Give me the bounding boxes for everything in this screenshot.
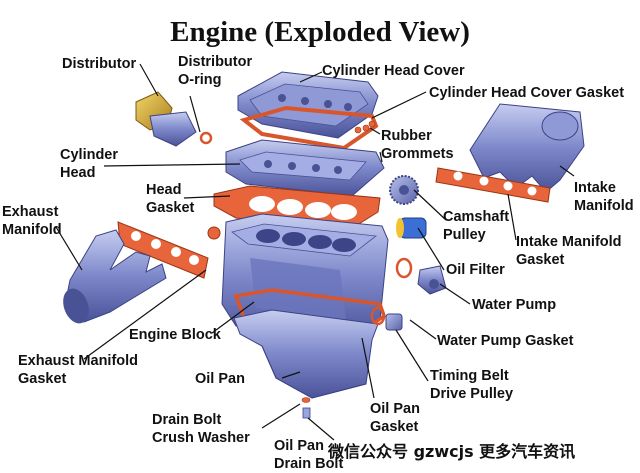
head-gasket xyxy=(213,185,381,233)
diagram-title: Engine (Exploded View) xyxy=(170,16,470,48)
exhaust-port-seal xyxy=(207,226,221,240)
label-cylinder-head-cover-gasket: Cylinder Head Cover Gasket xyxy=(429,85,625,101)
timing-belt-drive-pulley xyxy=(385,313,403,331)
label-distributor-oring: Distributor O-ring xyxy=(178,54,253,88)
engine-block xyxy=(221,213,389,341)
label-cylinder-head-cover: Cylinder Head Cover xyxy=(322,63,465,79)
label-head-gasket: Head Gasket xyxy=(146,182,195,216)
exhaust-manifold xyxy=(63,229,167,324)
cylinder-head-cover-gasket xyxy=(239,105,379,151)
drain-bolt xyxy=(302,407,311,419)
label-water-pump: Water Pump xyxy=(472,297,557,313)
label-distributor: Distributor xyxy=(62,56,137,72)
intake-manifold-gasket xyxy=(435,167,551,203)
label-oil-pan: Oil Pan xyxy=(195,371,245,387)
water-pump-gasket xyxy=(370,306,386,326)
label-exhaust-manifold: Exhaust Manifold xyxy=(2,204,62,238)
label-engine-block: Engine Block xyxy=(129,327,221,343)
watermark-text: 微信公众号 gzwcjs 更多汽车资讯 xyxy=(328,442,576,461)
intake-manifold xyxy=(469,103,585,193)
cylinder-head xyxy=(225,139,385,197)
label-exhaust-manifold-gasket: Exhaust Manifold Gasket xyxy=(18,353,139,387)
label-water-pump-gasket: Water Pump Gasket xyxy=(437,333,574,349)
label-rubber-grommets: Rubber Grommets xyxy=(381,128,454,162)
crush-washer xyxy=(301,397,311,403)
label-drain-bolt-crush-washer: Drain Bolt Crush Washer xyxy=(152,412,250,446)
label-cylinder-head: Cylinder Head xyxy=(60,147,119,181)
water-pump xyxy=(417,265,447,295)
distributor-oring xyxy=(199,131,213,145)
label-intake-manifold-gasket: Intake Manifold Gasket xyxy=(516,234,622,268)
rubber-grommets xyxy=(354,120,376,134)
label-oil-filter: Oil Filter xyxy=(446,262,505,278)
label-oil-pan-drain-bolt: Oil Pan Drain Bolt xyxy=(274,438,344,472)
oil-filter xyxy=(396,217,427,239)
label-intake-manifold: Intake Manifold xyxy=(574,180,634,214)
label-oil-pan-gasket: Oil Pan Gasket xyxy=(370,401,420,435)
label-timing-belt-drive-pulley: Timing Belt Drive Pulley xyxy=(430,368,514,402)
oil-filter-oring xyxy=(395,257,413,279)
label-camshaft-pulley: Camshaft Pulley xyxy=(443,209,510,243)
camshaft-pulley xyxy=(389,175,419,205)
distributor xyxy=(135,91,197,147)
oil-pan xyxy=(233,309,379,399)
leader-lines xyxy=(55,63,575,441)
